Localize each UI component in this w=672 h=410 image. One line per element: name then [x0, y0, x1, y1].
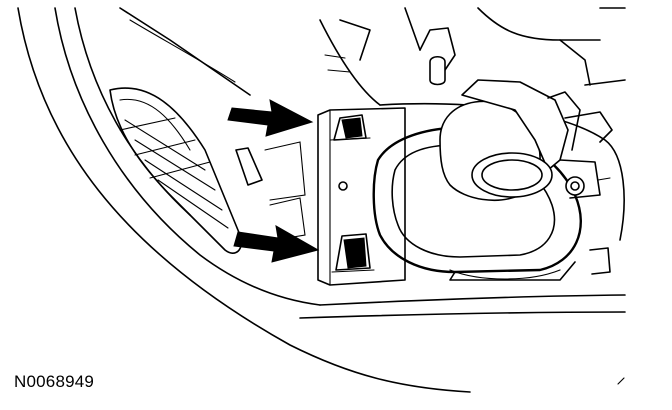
lower-retaining-clip: [331, 233, 375, 273]
callout-arrow-lower: [233, 225, 320, 263]
engine-bay-structure: [324, 7, 626, 385]
bulb-socket-connector: [439, 79, 613, 201]
figure-id-label: N0068949: [14, 372, 95, 391]
upper-retaining-clip: [329, 114, 371, 141]
grille-vents: [109, 87, 243, 254]
callout-arrow-upper: [227, 99, 314, 137]
mounting-bracket: [235, 107, 406, 286]
bumper-fascia: [17, 7, 626, 393]
